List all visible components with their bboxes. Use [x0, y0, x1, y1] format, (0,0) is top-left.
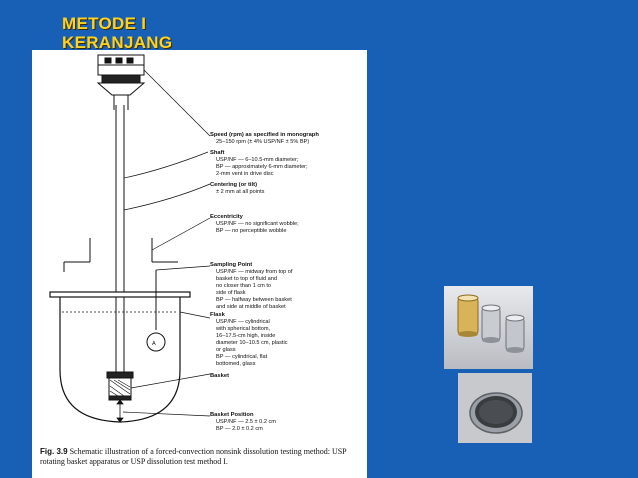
leader-lines: [122, 69, 211, 417]
sampling-heading: Sampling Point: [210, 262, 252, 268]
silver-basket-1: [481, 304, 501, 343]
shaft-detail-1: USP/NF — 6–10.5-mm diameter;: [216, 157, 299, 163]
diagram-drawing: A: [49, 54, 319, 432]
shaft-heading: Shaft: [210, 150, 225, 156]
position-detail-2: BP — 2.0 ± 0.2 cm: [216, 426, 263, 432]
flask-detail-6: BP — cylindrical, flat: [216, 354, 268, 360]
sampling-probe: [146, 270, 166, 352]
flask-detail-2: with spherical bottom,: [215, 326, 271, 332]
gold-basket: [457, 294, 479, 337]
position-detail-1: USP/NF — 2.5 ± 0.2 cm: [216, 419, 276, 425]
position-arrows: [116, 399, 124, 423]
caption-figure-number: Fig. 3.9: [40, 447, 68, 456]
marker-a: A: [152, 341, 156, 347]
flask-heading: Flask: [210, 312, 226, 318]
flask-detail-7: bottomed, glass: [216, 361, 256, 367]
slide-title: METODE I KERANJANG: [62, 14, 172, 52]
eccentricity-heading: Eccentricity: [210, 214, 244, 220]
silver-basket-2: [505, 314, 525, 353]
flask-detail-3: 16–17.5-cm high, inside: [216, 333, 275, 339]
basket-cylinders-drawing: [444, 286, 533, 369]
basket-cylinders-photo: [444, 286, 533, 369]
shaft-detail-3: 2-mm vent in drive disc: [216, 171, 274, 177]
sampling-detail-6: and side at middle of basket: [216, 304, 286, 310]
centering-detail: ± 2 mm at all points: [216, 189, 265, 195]
speed-detail: 25–150 rpm (± 4% USP/NF ± 5% BP): [216, 139, 309, 145]
sampling-detail-3: no closer than 1 cm to: [216, 283, 271, 289]
basket-screen-photo: [458, 373, 532, 443]
centering-heading: Centering (or tilt): [210, 182, 257, 188]
eccentricity-detail-2: BP — no perceptible wobble: [216, 228, 287, 234]
shaft-detail-2: BP — approximately 6-mm diameter;: [216, 164, 308, 170]
sampling-detail-5: BP — halfway between basket: [216, 297, 292, 303]
title-line-1: METODE I: [62, 14, 147, 33]
sampling-detail-1: USP/NF — midway from top of: [216, 269, 293, 275]
sampling-detail-4: side of flask: [216, 290, 246, 296]
apparatus-diagram: A: [32, 50, 367, 478]
basket-heading: Basket: [210, 373, 229, 379]
basket-screen-drawing: [458, 373, 532, 443]
annotation-labels: Speed (rpm) as specified in monograph 25…: [210, 132, 319, 432]
flask-detail-5: or glass: [216, 347, 236, 353]
title-line-2: KERANJANG: [62, 33, 173, 52]
figure-caption: Fig. 3.9 Schematic illustration of a for…: [40, 447, 362, 467]
eccentricity-detail-1: USP/NF — no significant wobble;: [216, 221, 299, 227]
caption-text: Schematic illustration of a forced-conve…: [40, 447, 347, 466]
position-heading: Basket Position: [210, 412, 254, 418]
shaft: [115, 105, 125, 372]
flask-detail-1: USP/NF — cylindrical: [216, 319, 270, 325]
sampling-detail-2: basket to top of fluid and: [216, 276, 277, 282]
basket: [106, 371, 134, 401]
centering-bracket: [63, 238, 178, 272]
speed-heading: Speed (rpm) as specified in monograph: [210, 132, 319, 138]
drive-head: [96, 54, 146, 110]
flask-detail-4: diameter 10–10.5 cm, plastic: [216, 340, 288, 346]
